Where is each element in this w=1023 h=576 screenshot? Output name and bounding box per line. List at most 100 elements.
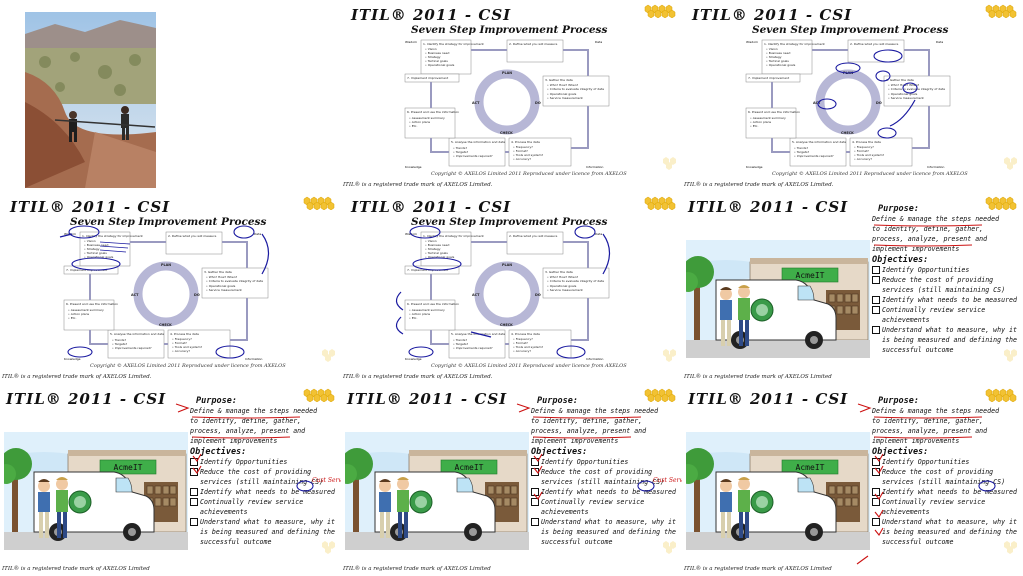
diagram-title: Seven Step Improvement Process	[70, 216, 267, 228]
step1-item: • Operational goals	[425, 63, 455, 67]
person-figure-2	[397, 477, 409, 538]
checkbox-icon	[531, 468, 539, 476]
slide-thumbnail-9[interactable]: ITIL® 2011 - CSI AcmeIT	[682, 384, 1023, 576]
objective-text: Identify Opportunities	[200, 458, 288, 466]
slide-thumbnail-7[interactable]: ITIL® 2011 - CSI AcmeIT	[0, 384, 341, 576]
objective-text: Continually review service achievements	[200, 498, 304, 516]
acmeit-sign: AcmeIT	[455, 463, 484, 472]
purpose-line: Define & manage the steps needed	[531, 407, 659, 415]
corner-data: Data	[254, 232, 261, 236]
objective-text: Reduce the cost of providing services (s…	[200, 468, 324, 486]
objective-text: Identify what needs to be measured	[200, 488, 335, 496]
step3-item: • Criteria to evaluate integrity of data	[206, 279, 263, 283]
step6-item: • Etc.	[68, 316, 76, 320]
step4-item: • Format?	[172, 341, 187, 345]
checkbox-icon	[872, 468, 880, 476]
slide-thumbnail-2[interactable]: ITIL® 2011 - CSI Seven Step Improvement …	[341, 0, 682, 192]
step1-title: 1. Identify the strategy for improvement	[423, 234, 484, 238]
purpose-line: implement improvements	[872, 437, 960, 445]
acmeit-sign: AcmeIT	[796, 463, 825, 472]
slide-thumbnail-1[interactable]	[0, 0, 341, 192]
slide-thumbnail-5[interactable]: ITIL® 2011 - CSI Seven Step Improvement …	[341, 192, 682, 384]
honeycomb-icon	[1004, 349, 1017, 362]
seven-step-diagram: Wisdom Data Knowledge Information 1. Ide…	[403, 38, 613, 170]
step6-item: • Action plans	[68, 312, 90, 316]
step3-title: 3. Gather the data	[204, 270, 232, 274]
step1-item: • Operational goals	[84, 255, 114, 259]
objective-item: Reduce the cost of providing services (s…	[872, 467, 1022, 487]
step2-title: 2. Define what you will measure	[850, 42, 898, 46]
purpose-line: implement improvements	[872, 245, 960, 253]
step4-item: • Accuracy?	[513, 349, 531, 353]
purpose-line: implement improvements	[531, 437, 619, 445]
purpose-line: implement improvements	[190, 437, 278, 445]
honeycomb-icon	[303, 196, 335, 210]
corner-knowledge: Knowledge	[405, 357, 422, 361]
acme-it-scene: AcmeIT	[686, 240, 870, 358]
purpose-line: Define & manage the steps needed	[872, 407, 1000, 415]
objective-text: Identify Opportunities	[882, 266, 970, 274]
objective-item: Identify Opportunities	[872, 265, 1022, 275]
slide-thumbnail-6[interactable]: ITIL® 2011 - CSI AcmeIT	[682, 192, 1023, 384]
step5-title: 5. Analyse the information and data	[110, 332, 164, 336]
pdca-cycle	[133, 261, 199, 327]
acmeit-sign: AcmeIT	[796, 271, 825, 280]
cycle-act: ACT	[813, 101, 821, 105]
trademark-footer: ITIL® is a registered trade mark of AXEL…	[2, 374, 152, 380]
purpose-block: Purpose: Define & manage the steps neede…	[872, 204, 1022, 355]
step1-item: • Business need	[766, 51, 790, 55]
step5-item: • Targets?	[794, 150, 810, 154]
step4-item: • Format?	[854, 149, 869, 153]
copyright-text: Copyright © AXELOS Limited 2011 Reproduc…	[431, 171, 627, 177]
checkbox-icon	[872, 276, 880, 284]
corner-knowledge: Knowledge	[746, 165, 763, 169]
step4-item: • Accuracy?	[854, 157, 872, 161]
objective-text: Reduce the cost of providing services (s…	[882, 468, 1006, 486]
step7-title: 7. Implement improvement	[407, 76, 449, 80]
person-figure	[720, 479, 732, 538]
step1-item: • Strategy	[425, 247, 441, 251]
step4-title: 4. Process the data	[852, 140, 881, 144]
step5-title: 5. Analyse the information and data	[451, 140, 505, 144]
step4-item: • Tools and system?	[854, 153, 885, 157]
purpose-line: Define & manage the steps needed	[190, 407, 318, 415]
objective-item: Reduce the cost of providing services (s…	[872, 275, 1022, 295]
checkbox-icon	[872, 266, 880, 274]
checkbox-icon	[190, 488, 198, 496]
step6-item: • Assessment summary	[68, 308, 104, 312]
step4-item: • Accuracy?	[513, 157, 531, 161]
slide-thumbnail-8[interactable]: ITIL® 2011 - CSI AcmeIT	[341, 384, 682, 576]
person-figure	[38, 479, 50, 538]
pen-annotation	[516, 403, 531, 413]
step5-item: • Targets?	[112, 342, 128, 346]
step5-title: 5. Analyse the information and data	[792, 140, 846, 144]
honeycomb-icon	[644, 388, 676, 402]
corner-information: Information	[927, 165, 944, 169]
step1-item: • Vision	[425, 239, 437, 243]
checkbox-icon	[872, 306, 880, 314]
purpose-heading: Purpose:	[878, 396, 919, 406]
step3-item: • Operational goals	[206, 284, 236, 288]
step1-title: 1. Identify the strategy for improvement	[423, 42, 484, 46]
pen-annotation	[857, 403, 872, 413]
checkbox-icon	[872, 498, 880, 506]
step4-title: 4. Process the data	[511, 332, 540, 336]
step3-title: 3. Gather the data	[545, 78, 573, 82]
slide-thumbnail-3[interactable]: ITIL® 2011 - CSI Seven Step Improvement …	[682, 0, 1023, 192]
honeycomb-icon	[644, 196, 676, 210]
objective-text: Reduce the cost of providing services (s…	[541, 468, 665, 486]
seven-step-diagram: Wisdom Data Knowledge Information 1. Ide…	[744, 38, 954, 170]
acmeit-sign: AcmeIT	[114, 463, 143, 472]
objective-text: Understand what to measure, why it is be…	[200, 518, 335, 546]
step3-item: • Operational goals	[888, 92, 918, 96]
cycle-check: CHECK	[500, 131, 513, 135]
acme-it-scene: AcmeIT	[345, 432, 529, 550]
cycle-plan: PLAN	[502, 263, 512, 267]
step4-item: • Frequency?	[513, 145, 533, 149]
step5-item: • Trends?	[453, 338, 467, 342]
checkbox-icon	[872, 326, 880, 334]
slide-thumbnail-4[interactable]: ITIL® 2011 - CSI Seven Step Improvement …	[0, 192, 341, 384]
slide-title: ITIL® 2011 - CSI	[351, 6, 512, 24]
honeycomb-icon	[985, 196, 1017, 210]
